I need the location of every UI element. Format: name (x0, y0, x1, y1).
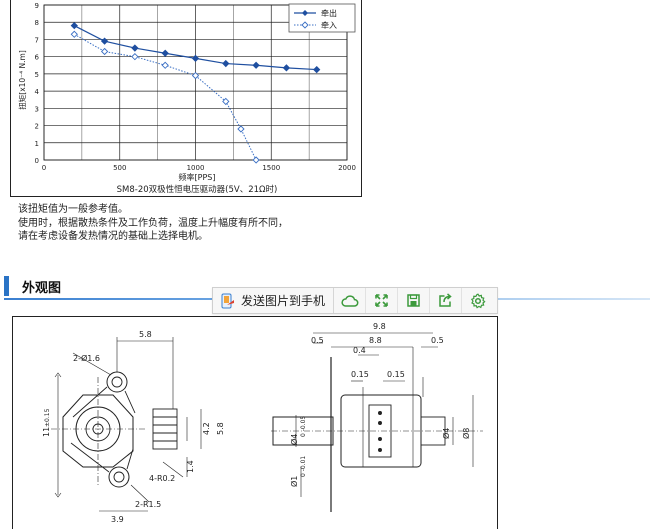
series-point (222, 97, 230, 106)
dim-pin-1: 4.2 (202, 422, 211, 435)
series-point (252, 61, 260, 69)
series-point (282, 64, 291, 72)
dim-small-tol: 0 -0.01 (300, 456, 307, 477)
y-tick-label: 1 (35, 140, 39, 148)
chart-ylabel: 扭矩[x10⁻⁴ N.m] (17, 50, 27, 110)
note-line: 请在考虑设备发热情况的基础上选择电机。 (18, 231, 208, 242)
series-point (131, 53, 139, 61)
y-tick-label: 5 (35, 71, 39, 79)
series-point (191, 54, 200, 63)
save-icon (407, 294, 420, 307)
chart-title: SM8-20双极性恒电压驱动器(5V、21Ω时) (117, 184, 278, 195)
dim-radius-2: 2-R1.5 (135, 500, 161, 509)
legend-label-pullin: 牵入 (321, 20, 337, 30)
dim-height: 11 (42, 427, 51, 437)
legend-label-pullout: 牵出 (321, 8, 337, 18)
side-view (271, 332, 483, 512)
image-toolbar: 发送图片到手机 (212, 287, 498, 314)
fullscreen-button[interactable] (366, 288, 399, 313)
dim-pin-2: 5.8 (216, 422, 225, 435)
x-tick-label: 0 (42, 164, 46, 172)
fullscreen-icon (375, 294, 388, 307)
save-button[interactable] (398, 288, 431, 313)
outline-drawing: 2-Ø1.6 5.8 11 ±0.15 4.2 5.8 1.4 4-R0.2 2… (12, 316, 498, 529)
dim-hole: 2-Ø1.6 (73, 353, 100, 363)
y-tick-label: 4 (35, 88, 40, 96)
dim-pin-3: 1.4 (186, 460, 195, 473)
send-to-phone-label: 发送图片到手机 (241, 294, 326, 308)
section-title: 外观图 (22, 281, 62, 296)
outline-drawing-svg: 2-Ø1.6 5.8 11 ±0.15 4.2 5.8 1.4 4-R0.2 2… (42, 322, 483, 524)
phone-send-icon (221, 293, 234, 308)
send-to-phone-button[interactable]: 发送图片到手机 (213, 288, 335, 313)
series-point (70, 22, 78, 30)
dim-height-tol: ±0.15 (44, 408, 51, 427)
dim-right-dia-1: Ø4 (441, 428, 451, 439)
series-point (161, 61, 169, 69)
series-point (100, 37, 109, 45)
dim-right-dia-2: Ø8 (461, 428, 471, 439)
series-point (252, 156, 260, 164)
legend-marker-pullout (302, 10, 308, 16)
dim-len-3: 0.5 (431, 336, 444, 345)
share-icon (439, 293, 452, 307)
series-point (222, 59, 230, 68)
cloud-icon (340, 294, 358, 307)
dim-len-6: 0.15 (387, 370, 405, 379)
share-button[interactable] (430, 288, 463, 313)
settings-button[interactable] (462, 288, 493, 313)
y-tick-label: 2 (35, 123, 39, 131)
dim-bottom: 3.9 (111, 515, 124, 524)
series-point (191, 71, 200, 80)
x-tick-label: 500 (113, 164, 126, 172)
y-tick-label: 6 (35, 54, 40, 62)
dim-top: 5.8 (139, 330, 152, 339)
torque-chart-panel: 0 1 2 3 4 5 6 7 8 9 0 500 1000 1500 2000 牵出 牵入 扭矩[x10⁻… (10, 0, 362, 197)
y-tick-label: 0 (35, 157, 39, 165)
dim-shaft-dia: Ø4 (289, 434, 299, 445)
x-tick-label: 2000 (338, 164, 356, 172)
terminal-dots (378, 411, 382, 452)
cloud-button[interactable] (334, 288, 367, 313)
chart-xlabel: 频率[PPS] (179, 172, 216, 182)
y-tick-label: 7 (35, 36, 39, 44)
dim-len-4: 0.4 (353, 346, 366, 355)
series-point (131, 44, 139, 52)
series-point (70, 30, 78, 38)
dim-small-dia: Ø1 (289, 476, 299, 487)
series-line-1 (74, 33, 257, 161)
y-tick-label: 8 (35, 19, 39, 27)
torque-notes: 该扭矩值为一般参考值。 使用时，根据散热条件及工作负荷，温度上升幅度有所不同， … (18, 203, 288, 244)
dim-len-5: 0.15 (351, 370, 369, 379)
section-accent-bar (4, 276, 9, 296)
front-view (51, 337, 202, 512)
legend-marker-pullin (301, 21, 309, 29)
plot-frame (43, 4, 348, 161)
note-line: 该扭矩值为一般参考值。 (18, 204, 128, 215)
x-tick-label: 1500 (262, 164, 280, 172)
dim-total-len: 9.8 (373, 322, 386, 331)
series-point (237, 125, 245, 133)
dim-len-2: 8.8 (369, 336, 382, 345)
x-tick-label: 1000 (187, 164, 205, 172)
settings-icon (470, 292, 486, 308)
chart-legend: 牵出 牵入 (288, 3, 356, 33)
torque-chart: 0 1 2 3 4 5 6 7 8 9 0 500 1000 1500 2000 牵出 牵入 扭矩[x10⁻… (17, 2, 356, 195)
y-tick-label: 3 (35, 105, 39, 113)
series-point (313, 65, 321, 74)
y-tick-label: 9 (35, 2, 39, 10)
series-point (100, 47, 109, 56)
dim-len-1: 0.5 (311, 336, 324, 345)
series-point (161, 49, 169, 57)
dim-shaft-tol: 0 -0.05 (300, 416, 307, 437)
dim-radius-1: 4-R0.2 (149, 474, 175, 483)
note-line: 使用时，根据散热条件及工作负荷，温度上升幅度有所不同， (18, 217, 288, 229)
